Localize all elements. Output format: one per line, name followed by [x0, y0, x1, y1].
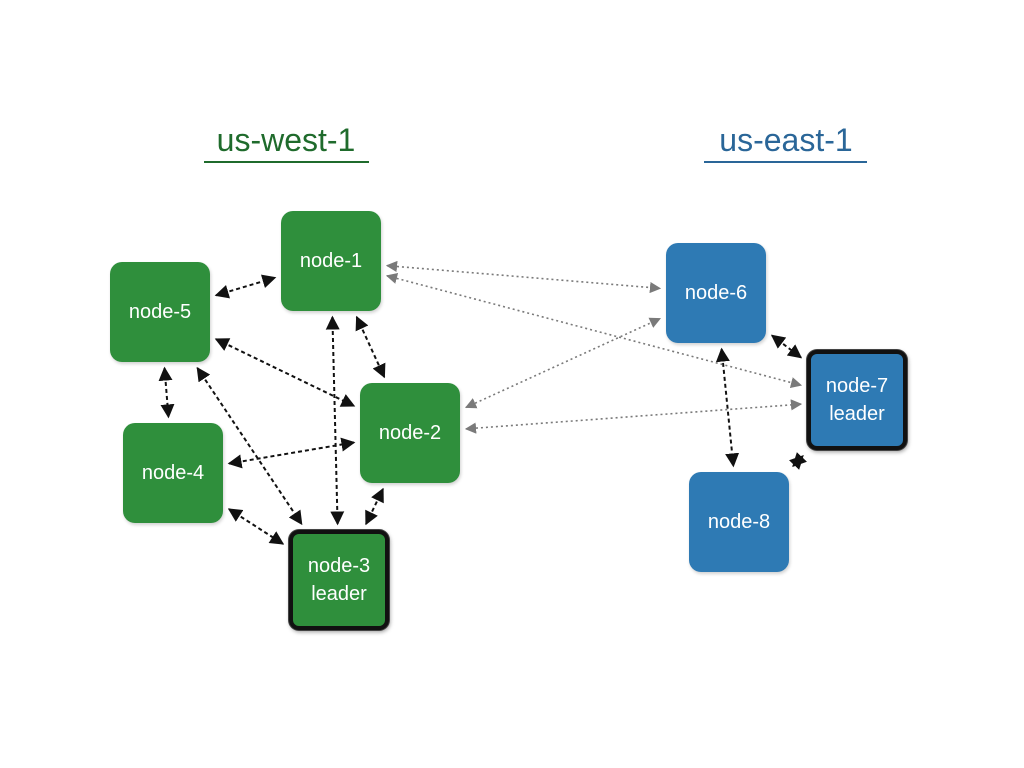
region-title-us-east-1: us-east-1: [719, 122, 853, 158]
link-node5-node2: [214, 338, 356, 407]
node-2-label: node-2: [378, 422, 442, 444]
link-node1-node2: [355, 315, 386, 379]
link-node5-node4: [158, 366, 175, 419]
link-node2-node6: [464, 317, 662, 409]
node-5-label: node-5: [128, 301, 192, 323]
node-7-leader-box: node-7 leader: [807, 350, 907, 450]
link-node4-node3: [227, 508, 285, 545]
region-title-us-west-1: us-west-1: [216, 122, 356, 158]
node-2-box: node-2: [360, 383, 460, 483]
region-underline-us-east-1: [704, 161, 867, 163]
node-1-box: node-1: [281, 211, 381, 311]
link-node2-node7: [464, 399, 803, 434]
node-7-label: node-7: [825, 375, 889, 397]
node-3-role: leader: [311, 583, 367, 605]
link-node6-node7: [770, 334, 803, 359]
node-8-label: node-8: [707, 511, 771, 533]
link-node1-node7: [385, 272, 803, 389]
link-node1-node6: [385, 260, 662, 294]
node-5-box: node-5: [110, 262, 210, 362]
link-node5-node1: [214, 274, 277, 299]
node-8-box: node-8: [689, 472, 789, 572]
link-node4-node2: [227, 437, 356, 469]
region-underline-us-west-1: [204, 161, 369, 163]
link-node2-node3: [365, 487, 384, 526]
link-node8-node7: [789, 452, 807, 470]
node-6-box: node-6: [666, 243, 766, 343]
link-node1-node3: [325, 315, 345, 526]
node-3-leader-box: node-3 leader: [289, 530, 389, 630]
node-6-label: node-6: [684, 282, 748, 304]
node-1-label: node-1: [299, 250, 363, 272]
node-7-role: leader: [829, 403, 885, 425]
node-3-label: node-3: [307, 555, 371, 577]
node-4-label: node-4: [141, 462, 205, 484]
node-4-box: node-4: [123, 423, 223, 523]
